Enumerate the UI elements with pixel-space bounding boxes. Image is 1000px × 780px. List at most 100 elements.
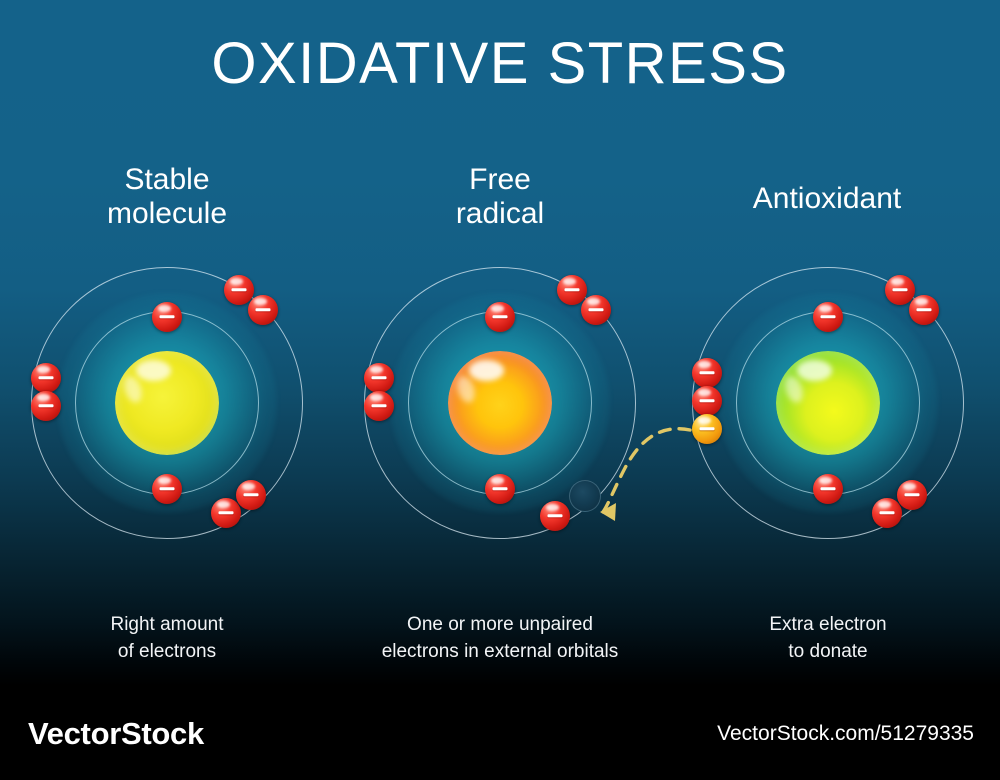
- electron: [897, 480, 927, 510]
- electron: [692, 358, 722, 388]
- electron: [485, 302, 515, 332]
- electron-highlight: [698, 360, 711, 368]
- electron-minus-sign: [492, 315, 508, 319]
- heading-line-2: molecule: [106, 196, 228, 230]
- electron: [224, 275, 254, 305]
- heading-line-1: Antioxidant: [752, 182, 902, 215]
- electron: [152, 474, 182, 504]
- electron-highlight: [878, 500, 891, 508]
- electron: [692, 386, 722, 416]
- electron-minus-sign: [820, 487, 836, 491]
- electron-highlight: [587, 297, 600, 305]
- atom-diagram-stable-molecule: [17, 253, 317, 553]
- nucleus: [776, 351, 880, 455]
- electron-highlight: [491, 476, 504, 484]
- nucleus: [448, 351, 552, 455]
- panel-caption-antioxidant: Extra electron to donate: [658, 612, 998, 666]
- electron-minus-sign: [218, 511, 234, 515]
- electron-highlight: [891, 277, 904, 285]
- electron-highlight: [370, 365, 383, 373]
- caption-line-2: electrons in external orbitals: [381, 640, 619, 662]
- panel-caption-stable-molecule: Right amount of electrons: [0, 612, 337, 666]
- electron: [557, 275, 587, 305]
- electron-highlight: [158, 304, 171, 312]
- panel-heading-antioxidant: Antioxidant: [667, 182, 987, 216]
- electron: [152, 302, 182, 332]
- electron-minus-sign: [699, 427, 715, 431]
- electron-highlight: [217, 500, 230, 508]
- electron-highlight: [546, 503, 559, 511]
- vectorstock-logo: VectorStock: [28, 716, 204, 751]
- electron-minus-sign: [820, 315, 836, 319]
- electron-minus-sign: [371, 376, 387, 380]
- electron-minus-sign: [159, 315, 175, 319]
- heading-line-2: radical: [455, 196, 545, 230]
- electron: [364, 363, 394, 393]
- electron-minus-sign: [699, 371, 715, 375]
- electron: [31, 391, 61, 421]
- electron-highlight: [242, 482, 255, 490]
- electron-highlight: [370, 393, 383, 401]
- panel-heading-stable-molecule: Stable molecule: [7, 163, 327, 230]
- atom-diagram-antioxidant: [678, 253, 978, 553]
- electron-highlight: [698, 388, 711, 396]
- electron: [885, 275, 915, 305]
- electron: [485, 474, 515, 504]
- electron-highlight: [158, 476, 171, 484]
- electron-highlight: [819, 304, 832, 312]
- electron-minus-sign: [588, 308, 604, 312]
- atom-diagram-free-radical: [350, 253, 650, 553]
- electron-minus-sign: [879, 511, 895, 515]
- page-title: OXIDATIVE STRESS: [211, 31, 789, 96]
- electron-minus-sign: [38, 376, 54, 380]
- heading-line-1: Stable: [124, 163, 210, 196]
- electron: [211, 498, 241, 528]
- panel-heading-free-radical: Free radical: [340, 163, 660, 230]
- electron: [581, 295, 611, 325]
- caption-line-2: to donate: [788, 640, 868, 662]
- electron-highlight: [915, 297, 928, 305]
- electron-highlight: [491, 304, 504, 312]
- watermark-footer-bar: [0, 686, 1000, 780]
- electron-minus-sign: [916, 308, 932, 312]
- electron-highlight: [819, 476, 832, 484]
- electron-minus-sign: [904, 493, 920, 497]
- caption-line-2: of electrons: [117, 640, 217, 662]
- electron-minus-sign: [492, 487, 508, 491]
- electron-highlight: [230, 277, 243, 285]
- electron: [248, 295, 278, 325]
- electron-minus-sign: [255, 308, 271, 312]
- heading-line-1: Free: [469, 163, 531, 196]
- electron: [813, 302, 843, 332]
- electron-minus-sign: [564, 288, 580, 292]
- electron: [909, 295, 939, 325]
- caption-line-1: One or more unpaired: [407, 614, 593, 635]
- electron-minus-sign: [231, 288, 247, 292]
- nucleus: [115, 351, 219, 455]
- panel-caption-free-radical: One or more unpaired electrons in extern…: [330, 612, 670, 666]
- electron-minus-sign: [159, 487, 175, 491]
- electron-minus-sign: [699, 399, 715, 403]
- electron: [31, 363, 61, 393]
- caption-line-1: Right amount: [110, 614, 224, 635]
- electron-highlight: [37, 365, 50, 373]
- electron-highlight: [254, 297, 267, 305]
- electron-minus-sign: [243, 493, 259, 497]
- electron: [813, 474, 843, 504]
- electron-unpaired: [540, 501, 570, 531]
- electron-minus-sign: [892, 288, 908, 292]
- electron-extra-donatable: [692, 414, 722, 444]
- caption-line-1: Extra electron: [769, 614, 887, 635]
- electron-highlight: [563, 277, 576, 285]
- electron-minus-sign: [38, 404, 54, 408]
- electron-minus-sign: [371, 404, 387, 408]
- electron-highlight: [37, 393, 50, 401]
- electron-highlight: [698, 416, 711, 424]
- electron-highlight: [903, 482, 916, 490]
- electron: [364, 391, 394, 421]
- electron-vacancy-slot: [569, 480, 601, 512]
- electron: [236, 480, 266, 510]
- electron: [872, 498, 902, 528]
- vectorstock-url: VectorStock.com/51279335: [717, 722, 974, 745]
